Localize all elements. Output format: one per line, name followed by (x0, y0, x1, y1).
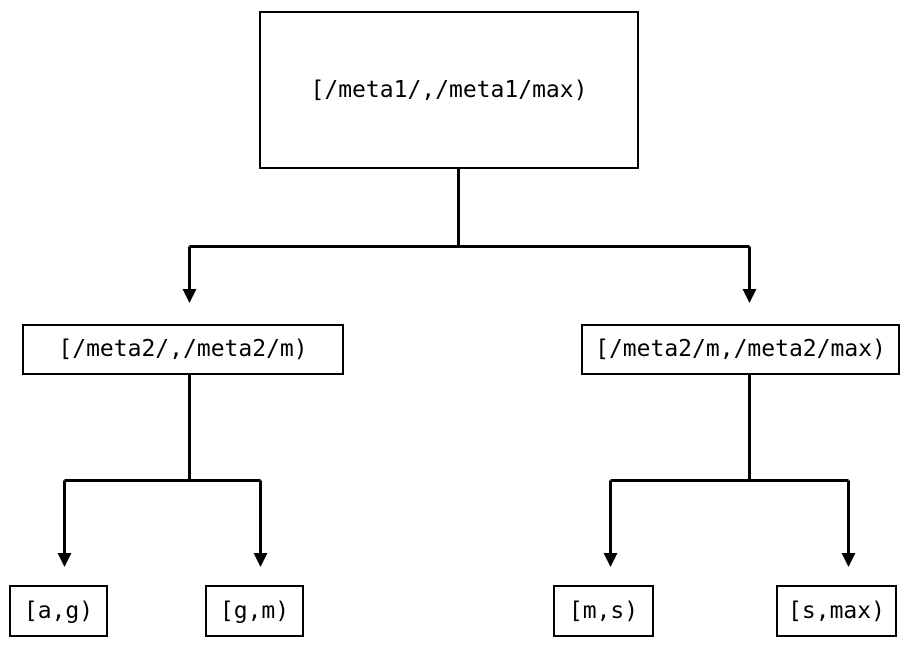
tree-node-leaf-smax[interactable]: [s,max) (776, 585, 897, 637)
tree-node-mid-right[interactable]: [/meta2/m,/meta2/max) (581, 324, 900, 375)
tree-node-mid-left[interactable]: [/meta2/,/meta2/m) (22, 324, 344, 375)
tree-node-leaf-smax-label: [s,max) (788, 597, 885, 624)
tree-node-leaf-gm-label: [g,m) (219, 597, 290, 624)
arrowhead-mid-right-to-leaf-ms (603, 553, 618, 567)
arrowhead-root-to-mid-left (182, 289, 197, 303)
tree-node-root-label: [/meta1/,/meta1/max) (310, 76, 588, 103)
arrowhead-mid-left-to-leaf-ag (57, 553, 72, 567)
tree-node-leaf-ms-label: [m,s) (568, 597, 639, 624)
tree-node-root[interactable]: [/meta1/,/meta1/max) (259, 11, 639, 169)
tree-node-leaf-gm[interactable]: [g,m) (205, 585, 304, 637)
tree-node-mid-right-label: [/meta2/m,/meta2/max) (595, 336, 886, 362)
tree-node-leaf-ag[interactable]: [a,g) (9, 585, 108, 637)
tree-node-leaf-ms[interactable]: [m,s) (553, 585, 654, 637)
tree-node-leaf-ag-label: [a,g) (23, 597, 94, 624)
tree-node-mid-left-label: [/meta2/,/meta2/m) (58, 336, 308, 362)
arrowhead-root-to-mid-right (742, 289, 757, 303)
arrowhead-mid-left-to-leaf-gm (253, 553, 268, 567)
arrowhead-mid-right-to-leaf-smax (841, 553, 856, 567)
